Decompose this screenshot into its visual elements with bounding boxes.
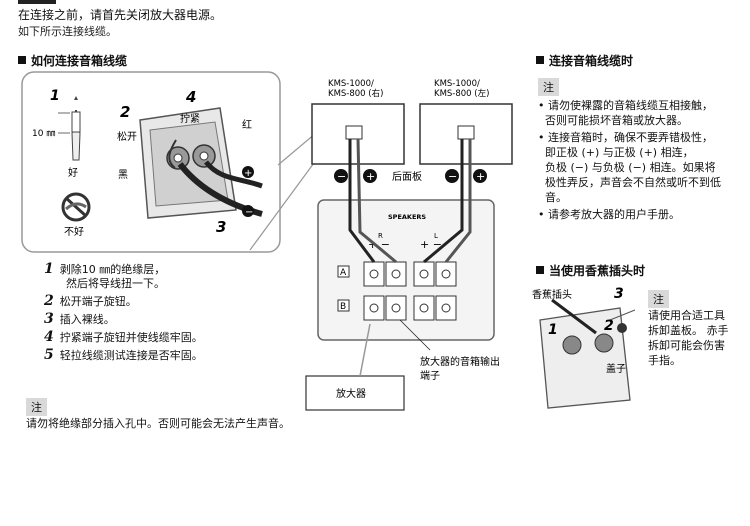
cap-label: 盖子 <box>606 362 626 375</box>
minus-circle-icon: − <box>445 169 459 183</box>
speaker-left-model-l1: KMS-1000/ <box>434 79 480 89</box>
header-tab <box>18 0 56 4</box>
wire-detail-box <box>21 71 281 253</box>
red-label: 红 <box>242 118 252 131</box>
terminal-a-label: A <box>340 268 347 278</box>
amplifier-terminals <box>363 261 457 321</box>
minus-circle-icon: − <box>334 169 348 183</box>
intro-line-2: 如下所示连接线缆。 <box>18 25 117 38</box>
banana-note-tag: 注 <box>648 290 669 308</box>
banana-step-3-number: 3 <box>614 286 624 302</box>
output-terminal-label-l2: 端子 <box>420 369 440 382</box>
wire-step-1-number: 1 <box>50 88 60 104</box>
terminal-b-label: B <box>340 302 346 312</box>
bad-label: 不好 <box>64 226 84 238</box>
plus-circle-icon: + <box>242 166 254 179</box>
terminal-plate <box>139 107 263 219</box>
banana-plug-label: 香蕉插头 <box>532 288 572 301</box>
banana-step-1-number: 1 <box>548 322 558 338</box>
note-bullet-3: • 请参考放大器的用户手册。 <box>538 208 680 221</box>
r-channel-label: R <box>378 232 383 240</box>
speaker-right-model-l1: KMS-1000/ <box>328 79 374 89</box>
banana-step-2-number: 2 <box>604 318 614 334</box>
right-notes: • 请勿使裸露的音箱线缆互相接触， 否则可能损坏音箱或放大器。 • 连接音箱时，… <box>538 98 743 222</box>
output-terminal-label-l1: 放大器的音箱输出 <box>420 355 500 368</box>
terminal-step-3-number: 3 <box>216 218 226 236</box>
minus-circle-icon: − <box>242 205 254 218</box>
terminal-step-4-number: 4 <box>185 88 196 106</box>
speaker-left-model-l2: KMS-800 (左) <box>434 88 489 99</box>
terminal-step-2-number: 2 <box>120 103 130 121</box>
amplifier-box <box>305 375 405 411</box>
wire-length-label: 10 ㎜ <box>32 129 55 139</box>
plus-circle-icon: + <box>473 169 487 183</box>
loosen-label: 松开 <box>117 130 137 143</box>
note-bullet-2: • 连接音箱时，确保不要弄错极性， 即正极 (+) 与正极 (+) 相连， 负极… <box>538 131 721 204</box>
speakers-label: SPEAKERS <box>388 213 426 221</box>
speaker-right-terminal <box>345 125 363 140</box>
speaker-left-terminal <box>457 125 475 140</box>
svg-text:+: + <box>476 170 485 183</box>
square-bullet-icon <box>536 56 544 64</box>
right-note-tag: 注 <box>538 78 559 96</box>
tighten-label: 拧紧 <box>180 112 200 125</box>
svg-text:+ −: + − <box>420 238 442 251</box>
svg-text:+: + <box>366 170 375 183</box>
section-title-banana-plug: 当使用香蕉插头时 <box>536 262 645 279</box>
section-title-when-connecting: 连接音箱线缆时 <box>536 52 633 69</box>
step-1-continued: 然后将导线扭一下。 <box>66 277 165 290</box>
banana-plug-diagram <box>539 298 636 409</box>
intro-line-1: 在连接之前，请首先关闭放大器电源。 <box>18 8 223 22</box>
note-tag: 注 <box>26 398 47 416</box>
svg-text:+ −: + − <box>368 238 390 251</box>
svg-text:−: − <box>448 170 457 183</box>
note-text: 请勿将绝缘部分插入孔中。否则可能会无法产生声音。 <box>26 417 290 430</box>
svg-text:+: + <box>244 168 252 179</box>
rear-panel-label: 后面板 <box>392 170 422 183</box>
speaker-right-model-l2: KMS-800 (右) <box>328 88 383 99</box>
l-channel-label: L <box>434 232 438 240</box>
amplifier-label: 放大器 <box>336 387 366 400</box>
good-label: 好 <box>68 167 78 179</box>
square-bullet-icon <box>536 266 544 274</box>
plus-circle-icon: + <box>363 169 377 183</box>
stripped-wire-icon <box>58 96 81 161</box>
black-label: 黑 <box>118 169 128 181</box>
banana-note-text: 请使用合适工具 拆卸盖板。 赤手 拆卸可能会伤害 手指。 <box>648 309 729 367</box>
note-bullet-1: • 请勿使裸露的音箱线缆互相接触， 否则可能损坏音箱或放大器。 <box>538 99 713 127</box>
square-bullet-icon <box>18 56 26 64</box>
no-entry-icon <box>61 192 91 222</box>
svg-text:−: − <box>245 207 253 218</box>
section-title-how-to-connect: 如何连接音箱线缆 <box>18 52 127 69</box>
svg-text:−: − <box>337 170 346 183</box>
